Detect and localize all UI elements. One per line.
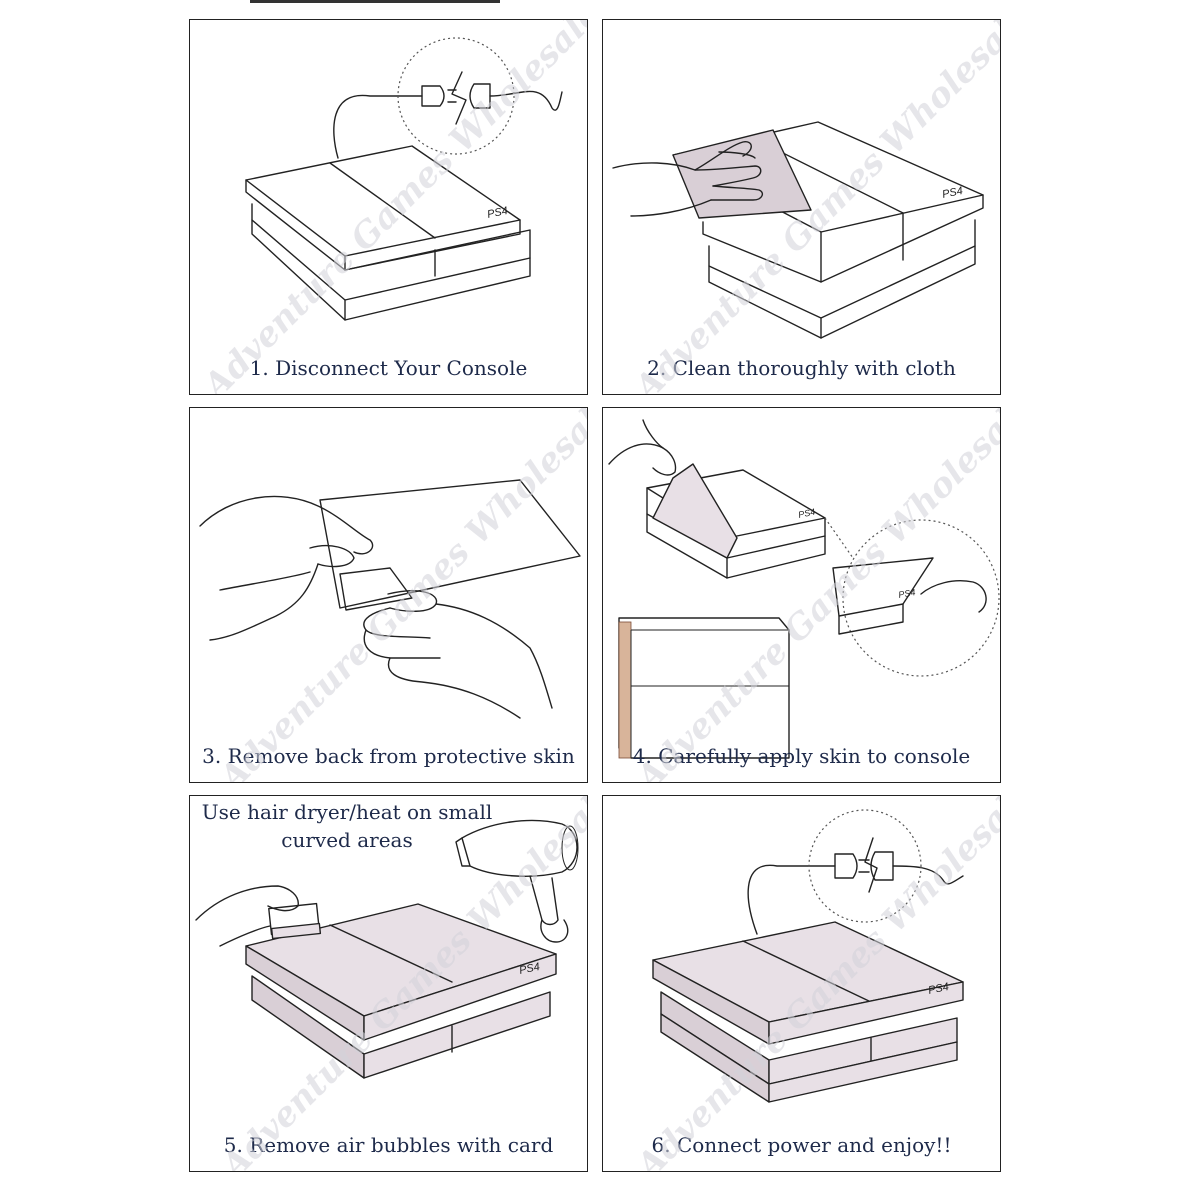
hand-drawing <box>363 590 553 719</box>
step-6-illustration: PS4 <box>652 809 964 1103</box>
cropped-top-border <box>250 0 500 3</box>
step-1-panel: PS4 1. Disconnect Your Console Adventure… <box>189 19 588 395</box>
hand-drawing <box>199 495 374 641</box>
step-2-illustration: PS4 <box>612 121 984 339</box>
ps4-logo: PS4 <box>797 507 816 520</box>
note-line-2: curved areas <box>281 828 413 852</box>
brick-wall-skin <box>618 617 790 759</box>
step-4-illustration: PS4 PS4 <box>608 419 1000 759</box>
skin-sheet <box>319 479 581 609</box>
ps4-logo: PS4 <box>927 981 950 997</box>
peeled-backing <box>339 567 413 611</box>
step-4-panel: PS4 PS4 4. Carefully apply skin to conso… <box>602 407 1001 783</box>
spark-icon <box>451 71 467 125</box>
step-3-panel: 3. Remove back from protective skin Adve… <box>189 407 588 783</box>
plug-icon <box>834 853 870 879</box>
step-5-caption: 5. Remove air bubbles with card <box>223 1133 554 1157</box>
zoom-circle <box>397 37 515 155</box>
plug-icon <box>421 85 457 107</box>
step-2-panel: PS4 2. Clean thoroughly with cloth Adven… <box>602 19 1001 395</box>
step-5-note: Use hair dryer/heat on small curved area… <box>192 798 502 854</box>
step-6-caption: 6. Connect power and enjoy!! <box>651 1133 952 1157</box>
socket-icon <box>469 83 491 109</box>
console-drawing <box>245 903 557 1079</box>
socket-icon <box>870 851 894 881</box>
zoom-circle <box>808 809 922 923</box>
step-2-caption: 2. Clean thoroughly with cloth <box>647 356 956 380</box>
step-5-illustration: PS4 <box>195 819 579 1079</box>
step-1-caption: 1. Disconnect Your Console <box>249 356 528 380</box>
hand-drawing <box>612 141 764 217</box>
step-3-illustration <box>199 479 581 719</box>
step-6-panel: PS4 6. Connect power and enjoy!! Adventu… <box>602 795 1001 1172</box>
zoom-circle <box>842 519 1000 677</box>
hand-drawing <box>920 580 987 613</box>
spark-icon <box>864 837 878 893</box>
step-3-caption: 3. Remove back from protective skin <box>202 744 575 768</box>
skin-being-applied <box>652 463 738 559</box>
hair-dryer-icon <box>455 819 579 943</box>
ps4-logo: PS4 <box>898 587 916 600</box>
hand-with-card <box>195 885 322 947</box>
step-4-caption: 4. Carefully apply skin to console <box>632 744 971 768</box>
ps4-logo: PS4 <box>941 185 964 201</box>
console-drawing <box>245 145 531 321</box>
ps4-logo: PS4 <box>518 961 541 977</box>
cloth <box>672 129 812 219</box>
step-1-illustration: PS4 <box>245 37 563 321</box>
ps4-logo: PS4 <box>486 205 509 221</box>
hand-drawing <box>608 419 677 476</box>
step-5-panel: Use hair dryer/heat on small curved area… <box>189 795 588 1172</box>
note-line-1: Use hair dryer/heat on small <box>201 800 493 824</box>
console-drawing <box>652 921 964 1103</box>
